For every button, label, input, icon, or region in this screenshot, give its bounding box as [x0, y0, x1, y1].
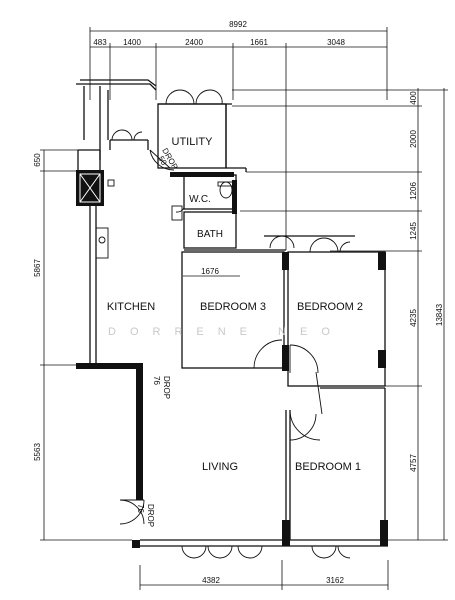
room-label-wc: W.C. — [189, 194, 211, 205]
thick-walls — [76, 170, 388, 548]
room-label-bedroom-1: BEDROOM 1 — [295, 461, 361, 473]
dim-left-2: 5867 — [33, 259, 42, 277]
dim-bottom-1: 4382 — [202, 576, 220, 585]
dim-right-6: 4757 — [409, 454, 418, 472]
room-labels: UTILITY W.C. BATH KITCHEN BEDROOM 3 BEDR… — [107, 136, 363, 473]
door-swings — [111, 89, 351, 559]
dim-right-total: 13843 — [435, 303, 444, 326]
thin-walls — [76, 79, 388, 547]
basin-icon — [175, 207, 185, 213]
dim-bedroom3-width: 1676 — [201, 267, 219, 276]
room-label-bedroom-2: BEDROOM 2 — [297, 301, 363, 313]
room-label-kitchen: KITCHEN — [107, 301, 155, 313]
drop-living-number: 76 — [136, 504, 145, 513]
dim-left-3: 5563 — [33, 443, 42, 461]
dim-right-5: 4235 — [409, 309, 418, 327]
dim-bottom-2: 3162 — [326, 576, 344, 585]
fixtures — [95, 179, 235, 259]
room-label-living: LIVING — [202, 461, 238, 473]
dim-right-2: 2000 — [409, 130, 418, 148]
dim-right-1: 400 — [409, 91, 418, 105]
dimension-lines — [40, 27, 448, 590]
dim-top-5: 3048 — [327, 38, 345, 47]
dimension-texts: 8992 483 1400 2400 1661 3048 400 2000 12… — [33, 20, 444, 585]
dim-right-3: 1206 — [409, 182, 418, 200]
room-label-utility: UTILITY — [172, 136, 214, 148]
drop-kitchen-word: DROP — [162, 376, 171, 399]
lift-shaft-icon — [79, 173, 101, 203]
dim-left-1: 650 — [33, 153, 42, 167]
watermark: DORRENE NEO — [108, 326, 344, 338]
dim-top-2: 1400 — [123, 38, 141, 47]
dim-right-4: 1245 — [409, 222, 418, 240]
dim-top-3: 2400 — [185, 38, 203, 47]
dim-top-4: 1661 — [250, 38, 268, 47]
dim-top-1: 483 — [93, 38, 107, 47]
kitchen-sink-icon — [95, 227, 109, 259]
toilet-icon — [219, 181, 233, 199]
room-label-bedroom-3: BEDROOM 3 — [200, 301, 266, 313]
drop-kitchen-number: 76 — [152, 376, 161, 385]
dim-top-total: 8992 — [229, 20, 247, 29]
room-label-bath: BATH — [197, 229, 223, 240]
drop-living-word: DROP — [146, 504, 155, 527]
